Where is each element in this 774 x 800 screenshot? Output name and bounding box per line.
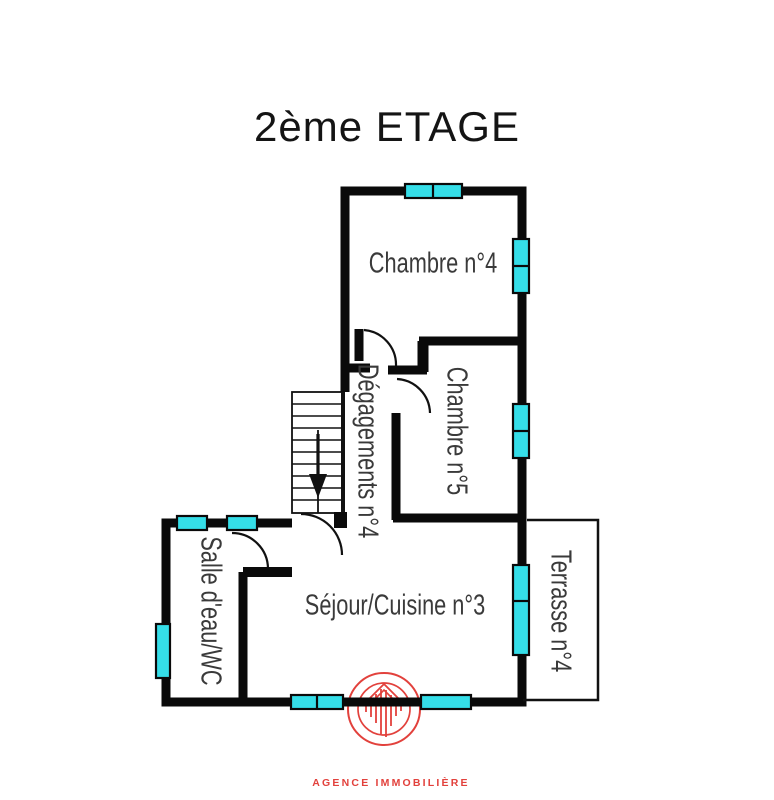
staircase [291, 391, 345, 514]
window-east-chambre-4 [511, 237, 531, 295]
window-south-sejour-left [289, 693, 345, 711]
room-label-chambre-4: Chambre n°4 [368, 247, 498, 280]
window-top-chambre-4 [403, 182, 464, 200]
window-north-salle-eau-left [175, 514, 209, 532]
page-title: 2ème ETAGE [254, 103, 520, 150]
agency-house-logo-icon [347, 672, 421, 746]
window-south-sejour-right [419, 693, 473, 711]
room-label-terrasse: Terrasse n°4 [544, 549, 577, 673]
room-label-degagements: Dégagements n°4 [351, 363, 384, 539]
window-north-salle-eau-right [225, 514, 259, 532]
window-east-sejour [511, 563, 531, 657]
windows [154, 182, 531, 711]
walls [161, 186, 527, 707]
terrace-outline [523, 518, 600, 702]
door-arc-chambre-5 [396, 377, 432, 414]
window-west-salle-eau [154, 622, 172, 680]
room-label-sejour: Séjour/Cuisine n°3 [304, 589, 486, 622]
room-label-chambre-5: Chambre n°5 [440, 366, 473, 496]
agency-brand-text: AGENCE IMMOBILIÈRE [312, 777, 470, 789]
door-arc-salle-eau [231, 531, 270, 570]
window-east-chambre-5 [511, 402, 531, 460]
door-arc-chambre-4 [363, 328, 398, 367]
room-label-salle-eau: Salle d'eau/WC [194, 536, 227, 686]
door-arcs [231, 328, 432, 570]
door-arc-stairs [300, 512, 344, 556]
stairs-down-arrow-icon [309, 434, 327, 498]
